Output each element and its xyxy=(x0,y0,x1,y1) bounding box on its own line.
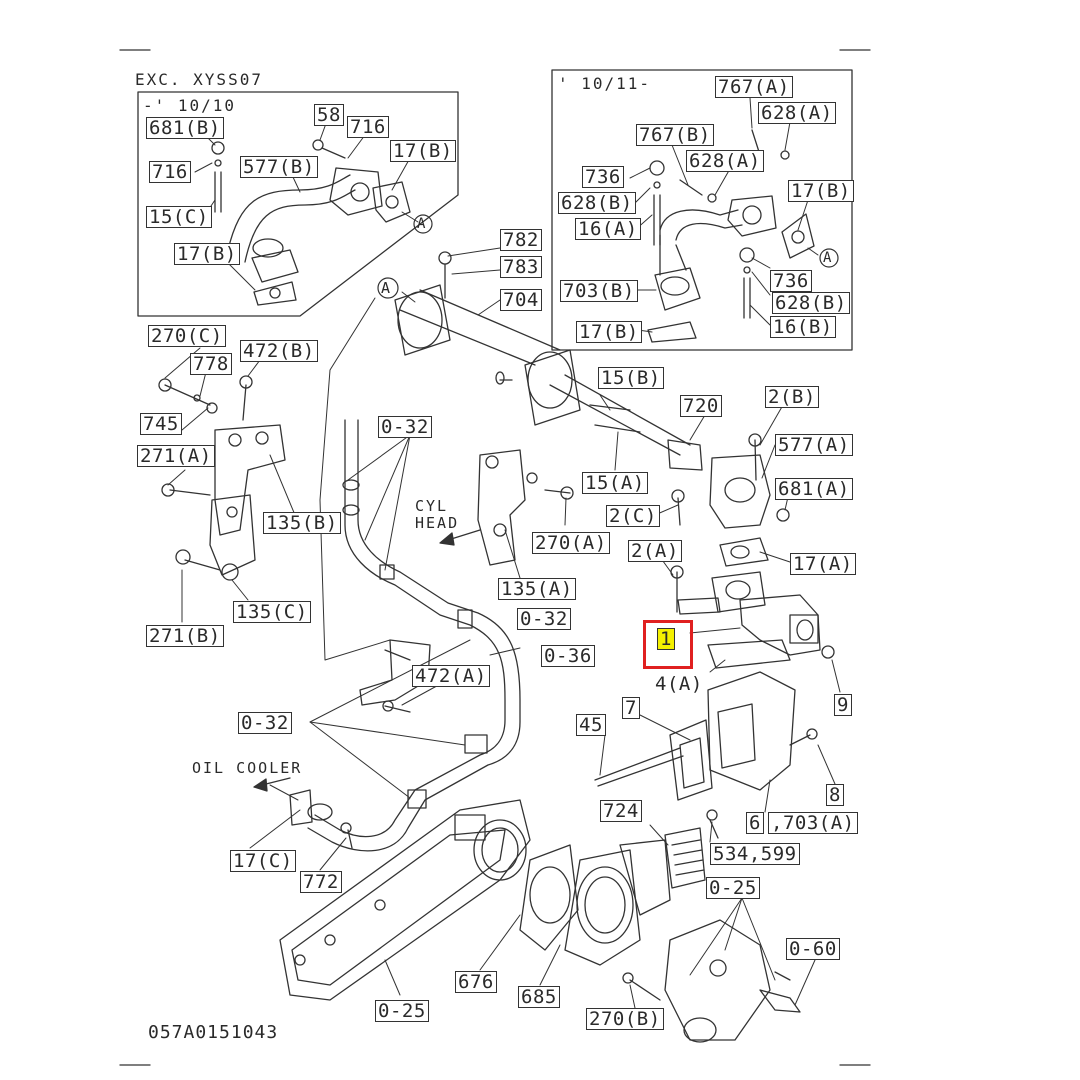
gasket-676 xyxy=(519,844,579,951)
inset-left-header: EXC. XYSS07 xyxy=(135,70,263,89)
oil-cooler-label: OIL COOLER xyxy=(192,759,303,777)
callout-628a: 628(A) xyxy=(686,150,764,172)
callout-0-60: 0-60 xyxy=(786,938,840,960)
callout-0-36: 0-36 xyxy=(541,645,595,667)
egr-cooler-704 xyxy=(394,251,703,471)
callout-676: 676 xyxy=(455,971,497,993)
ref-letter-a: A xyxy=(823,250,832,266)
callout-716: 716 xyxy=(149,161,191,183)
callout-17b: 17(B) xyxy=(576,321,642,343)
callout-767a: 767(A) xyxy=(715,76,793,98)
callout-0-32: 0-32 xyxy=(517,608,571,630)
callout-767b: 767(B) xyxy=(636,124,714,146)
inset-right-frame xyxy=(551,69,853,351)
callout-716: 716 xyxy=(347,116,389,138)
direction-arrows xyxy=(253,529,481,792)
callout-271a: 271(A) xyxy=(137,445,215,467)
callout-724: 724 xyxy=(600,800,642,822)
inset-left-subheader: -' 10/10 xyxy=(143,96,237,115)
callout-58: 58 xyxy=(314,104,344,126)
ref-circle-a xyxy=(413,214,433,234)
water-pipe xyxy=(289,419,521,852)
callout-270c: 270(C) xyxy=(148,325,226,347)
callout-628b: 628(B) xyxy=(772,292,850,314)
callout-6: 6 xyxy=(746,812,764,834)
callout-270b: 270(B) xyxy=(586,1008,664,1030)
callout-135b: 135(B) xyxy=(263,512,341,534)
callout-703a: ,703(A) xyxy=(768,812,858,834)
callout-720: 720 xyxy=(680,395,722,417)
callout-17b: 17(B) xyxy=(174,243,240,265)
water-outlet xyxy=(664,919,801,1043)
callout-135a: 135(A) xyxy=(498,578,576,600)
callout-782: 782 xyxy=(500,229,542,251)
callout-736: 736 xyxy=(770,270,812,292)
filter-724 xyxy=(664,809,719,889)
bracket-135b xyxy=(158,375,286,581)
callout-16a: 16(A) xyxy=(575,218,641,240)
callout-17b: 17(B) xyxy=(788,180,854,202)
callout-45: 45 xyxy=(576,714,606,736)
callout-745: 745 xyxy=(140,413,182,435)
bracket-135a xyxy=(477,449,574,566)
inset-left-frame xyxy=(137,91,459,317)
cyl-label: CYL xyxy=(415,497,449,515)
callout-783: 783 xyxy=(500,256,542,278)
callout-681b: 681(B) xyxy=(146,117,224,139)
callout-704: 704 xyxy=(500,289,542,311)
egr-pipe-577b xyxy=(211,139,411,306)
callout-15c: 15(C) xyxy=(146,206,212,228)
callout-2b: 2(B) xyxy=(765,386,819,408)
callout-778: 778 xyxy=(190,353,232,375)
highlight-box xyxy=(643,620,693,669)
ref-letter-a: A xyxy=(381,279,391,297)
callout-0-25: 0-25 xyxy=(375,1000,429,1022)
callout-270a: 270(A) xyxy=(532,532,610,554)
callout-2c: 2(C) xyxy=(606,505,660,527)
callout-772: 772 xyxy=(300,871,342,893)
callout-736: 736 xyxy=(582,166,624,188)
callout-8: 8 xyxy=(826,784,844,806)
callout-628a: 628(A) xyxy=(758,102,836,124)
callout-0-32: 0-32 xyxy=(378,416,432,438)
callout-577b: 577(B) xyxy=(240,156,318,178)
callout-628b: 628(B) xyxy=(558,192,636,214)
callout-17b: 17(B) xyxy=(390,140,456,162)
callout-681a: 681(A) xyxy=(775,478,853,500)
callout-4a: 4(A) xyxy=(655,673,703,695)
head-label: HEAD xyxy=(415,514,460,532)
callout-1-highlighted[interactable]: 1 xyxy=(657,628,675,650)
egr-valve-1 xyxy=(670,433,835,669)
throttle-body-685 xyxy=(564,839,671,1001)
callout-534-599: 534,599 xyxy=(710,843,800,865)
ref-letter-a: A xyxy=(417,216,426,232)
leader-lines xyxy=(164,97,841,1009)
callout-703b: 703(B) xyxy=(560,280,638,302)
callout-17c: 17(C) xyxy=(230,850,296,872)
drawing-id: 057A0151043 xyxy=(148,1022,279,1043)
callout-15a: 15(A) xyxy=(582,472,648,494)
callout-472b: 472(B) xyxy=(240,340,318,362)
callout-135c: 135(C) xyxy=(233,601,311,623)
callout-271b: 271(B) xyxy=(146,625,224,647)
callout-0-32: 0-32 xyxy=(238,712,292,734)
callout-577a: 577(A) xyxy=(775,434,853,456)
callout-16b: 16(B) xyxy=(770,316,836,338)
callout-7: 7 xyxy=(622,697,640,719)
callout-17a: 17(A) xyxy=(790,553,856,575)
callout-0-25: 0-25 xyxy=(706,877,760,899)
ref-circle-a xyxy=(819,248,839,268)
inset-right-header: ' 10/11- xyxy=(558,74,652,93)
callout-685: 685 xyxy=(518,986,560,1008)
callout-2a: 2(A) xyxy=(628,540,682,562)
intake-manifold xyxy=(279,799,531,1001)
exhaust-adapter-6 xyxy=(594,671,818,801)
callout-472a: 472(A) xyxy=(412,665,490,687)
ref-circle-a xyxy=(377,277,399,299)
callout-9: 9 xyxy=(834,694,852,716)
callout-15b: 15(B) xyxy=(598,367,664,389)
